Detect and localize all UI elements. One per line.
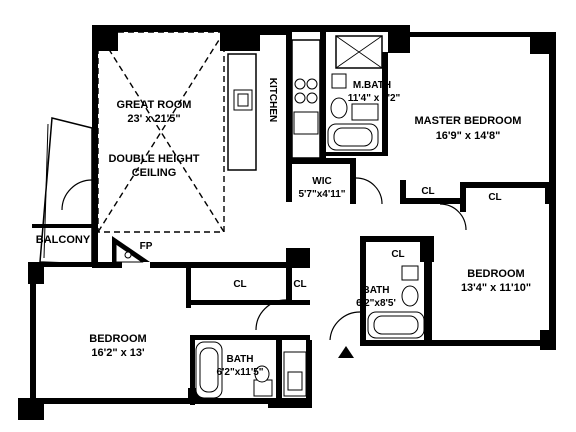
closet-center: CL xyxy=(233,279,246,290)
closet-master: CL xyxy=(421,186,434,197)
center-bath-fixtures xyxy=(367,265,425,339)
balcony-area xyxy=(32,117,96,265)
windows xyxy=(32,34,553,402)
kitchen-fixtures xyxy=(227,39,321,171)
wic-name: WIC xyxy=(312,176,331,187)
bedroom-right-name: BEDROOM xyxy=(467,268,524,280)
closet-top-right: CL xyxy=(488,192,501,203)
interior-walls xyxy=(36,32,556,405)
wic-dims: 5'7"x4'11" xyxy=(298,189,345,200)
fireplace xyxy=(112,236,150,263)
great-room-name: GREAT ROOM xyxy=(117,99,192,111)
entry-arrow-icon xyxy=(338,346,354,358)
closet-bath: CL xyxy=(391,249,404,260)
master-bath-name: M.BATH xyxy=(353,80,391,91)
kitchen-name: KITCHEN xyxy=(267,78,278,122)
master-bath-dims: 11'4" x 6'2" xyxy=(348,93,401,104)
bedroom-left-dims: 16'2" x 13' xyxy=(91,347,145,359)
great-room-dims: 23' x 21'5" xyxy=(127,113,180,125)
master-bath-fixtures xyxy=(327,35,383,151)
bedroom-right-dims: 13'4" x 11'10" xyxy=(461,282,531,294)
fireplace-name: FP xyxy=(140,241,153,252)
bath-bottom-dims: 6'2"x11'5" xyxy=(216,367,263,378)
balcony-name: BALCONY xyxy=(36,234,91,246)
double-height-line1: DOUBLE HEIGHT xyxy=(108,153,199,165)
bottom-bath-fixtures xyxy=(195,341,307,399)
double-height-marker xyxy=(97,31,225,233)
bath-center-dims: 6'2"x8'5' xyxy=(356,298,396,309)
master-bedroom-dims: 16'9" x 14'8" xyxy=(436,130,501,142)
bath-bottom-name: BATH xyxy=(226,354,253,365)
bedroom-left-name: BEDROOM xyxy=(89,333,146,345)
double-height-line2: CEILING xyxy=(132,167,177,179)
master-bedroom-name: MASTER BEDROOM xyxy=(415,115,522,127)
door-swings xyxy=(255,177,467,341)
closet-hall: CL xyxy=(293,279,306,290)
bath-center-name: BATH xyxy=(362,285,389,296)
